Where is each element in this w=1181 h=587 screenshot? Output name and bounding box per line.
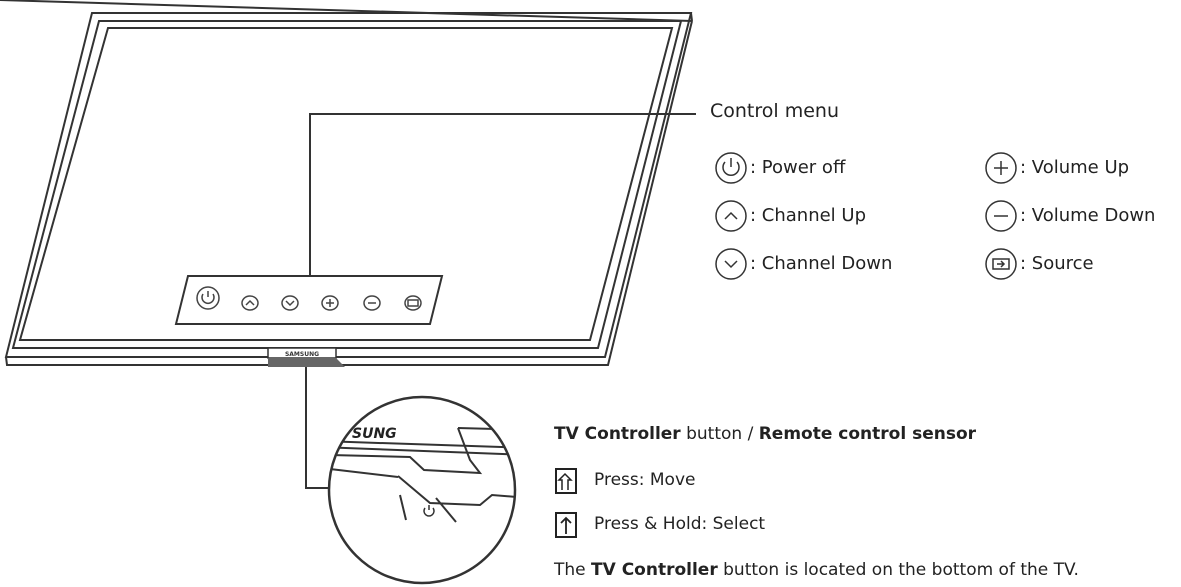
press-hold-label: Press & Hold: Select [594,514,766,534]
plus-icon [985,152,1017,184]
minus-icon [985,200,1017,232]
source-label: : Source [1020,253,1094,274]
tv-controller-badge: SAMSUNG [267,347,345,367]
chevron-up-icon [715,200,747,232]
volume-down-label: : Volume Down [1020,205,1156,226]
channel-up-label: : Channel Up [750,205,867,226]
press-move-label: Press: Move [594,470,696,490]
channel-down-label: : Channel Down [750,253,893,274]
control-menu-leader [309,113,696,276]
note-suffix: button is located on the bottom of the T… [717,560,1079,580]
chevron-down-icon [715,248,747,280]
panel-chevron-down-icon [281,295,299,311]
tv-controller-title-sep: button / [680,424,759,444]
tv-controller-title: TV Controller button / Remote control se… [554,424,976,444]
volume-up-label: : Volume Up [1020,157,1130,178]
power-off-label: : Power off [750,157,846,178]
tv-controller-term: TV Controller [554,424,681,444]
panel-plus-icon [321,295,339,311]
source-icon [985,248,1017,280]
zoom-circle: SUNG [327,395,517,585]
panel-power-icon [196,286,220,310]
press-hold-icon [555,512,577,538]
note-prefix: The [554,560,592,580]
control-panel [174,275,444,325]
zoom-brand-logo: SUNG [352,426,397,442]
remote-sensor-term: Remote control sensor [758,424,977,444]
brand-logo: SAMSUNG [285,351,319,358]
note-tv-controller-term: TV Controller [591,560,718,580]
control-menu-title: Control menu [710,100,840,122]
tv-controller-note: The TV Controller button is located on t… [554,560,1079,580]
panel-source-icon [404,295,422,311]
panel-chevron-up-icon [241,295,259,311]
press-move-icon [555,468,577,494]
panel-minus-icon [363,295,381,311]
power-icon [715,152,747,184]
